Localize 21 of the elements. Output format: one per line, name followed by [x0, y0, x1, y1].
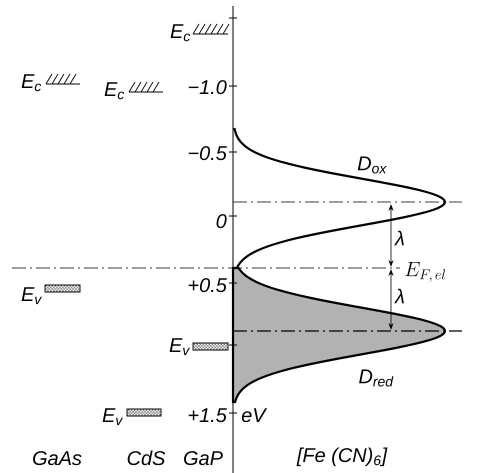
band-edge-label: E$_{c}$: [22, 74, 42, 92]
tick-label: +1.5: [188, 408, 227, 422]
band-edge-label: E$_{v}$: [170, 338, 190, 356]
unit-label: eV: [242, 408, 268, 422]
lambda-label: λ: [394, 288, 404, 304]
tick-label: 0: [216, 214, 227, 228]
lambda-label: λ: [394, 230, 404, 246]
band-edge-label: E$_{c}$: [104, 82, 124, 100]
tick-label: −1.0: [188, 80, 227, 94]
material-label: GaAs: [33, 451, 82, 466]
band-edge-label: E$_{c}$: [170, 24, 190, 42]
band-edge-label: E$_{v}$: [22, 287, 42, 304]
fermi-level-label: $E_{F,\,el}$: [405, 262, 446, 282]
material-label: [Fe (CN)$_{6}$]: [296, 448, 388, 466]
material-label: CdS: [128, 450, 166, 466]
curve-label: D$_{ox}$: [358, 156, 387, 174]
material-label: GaP: [184, 451, 223, 466]
tick-label: −0.5: [188, 146, 227, 160]
tick-label: +0.5: [188, 278, 227, 292]
curve-label: D$_{red}$: [359, 370, 394, 386]
band-edge-label: E$_{v}$: [102, 408, 123, 426]
